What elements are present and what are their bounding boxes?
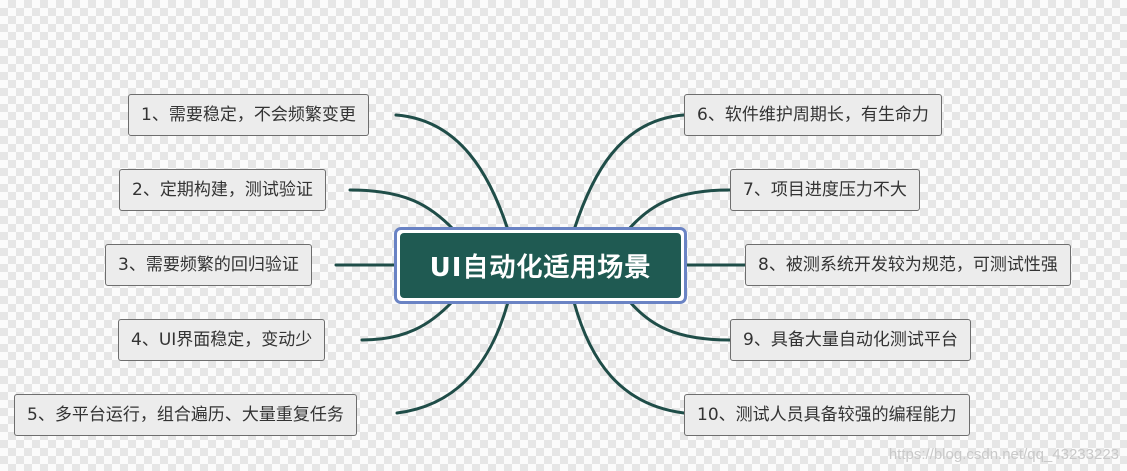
connector-left-1	[394, 113, 510, 232]
connector-left-5	[395, 300, 510, 415]
branch-node-2[interactable]: 2、定期构建，测试验证	[119, 169, 326, 211]
branch-node-9[interactable]: 9、具备大量自动化测试平台	[730, 319, 971, 361]
branch-node-6[interactable]: 6、软件维护周期长，有生命力	[684, 94, 942, 136]
connector-right-4	[628, 300, 732, 342]
branch-node-1[interactable]: 1、需要稳定，不会频繁变更	[128, 94, 369, 136]
connector-left-2	[348, 188, 456, 232]
connector-right-2	[626, 188, 732, 232]
connector-left-4	[360, 300, 454, 342]
watermark: https://blog.csdn.net/qq_43233223	[888, 446, 1119, 463]
branch-node-5[interactable]: 5、多平台运行，组合遍历、大量重复任务	[14, 394, 357, 436]
connector-right-5	[572, 300, 686, 415]
central-topic[interactable]: UI自动化适用场景	[394, 227, 687, 304]
branch-node-7[interactable]: 7、项目进度压力不大	[730, 169, 920, 211]
connector-right-1	[572, 113, 686, 232]
branch-node-4[interactable]: 4、UI界面稳定，变动少	[118, 319, 326, 361]
branch-node-8[interactable]: 8、被测系统开发较为规范，可测试性强	[745, 244, 1071, 286]
branch-node-3[interactable]: 3、需要频繁的回归验证	[105, 244, 312, 286]
central-topic-label: UI自动化适用场景	[400, 233, 681, 298]
branch-node-10[interactable]: 10、测试人员具备较强的编程能力	[684, 394, 970, 436]
